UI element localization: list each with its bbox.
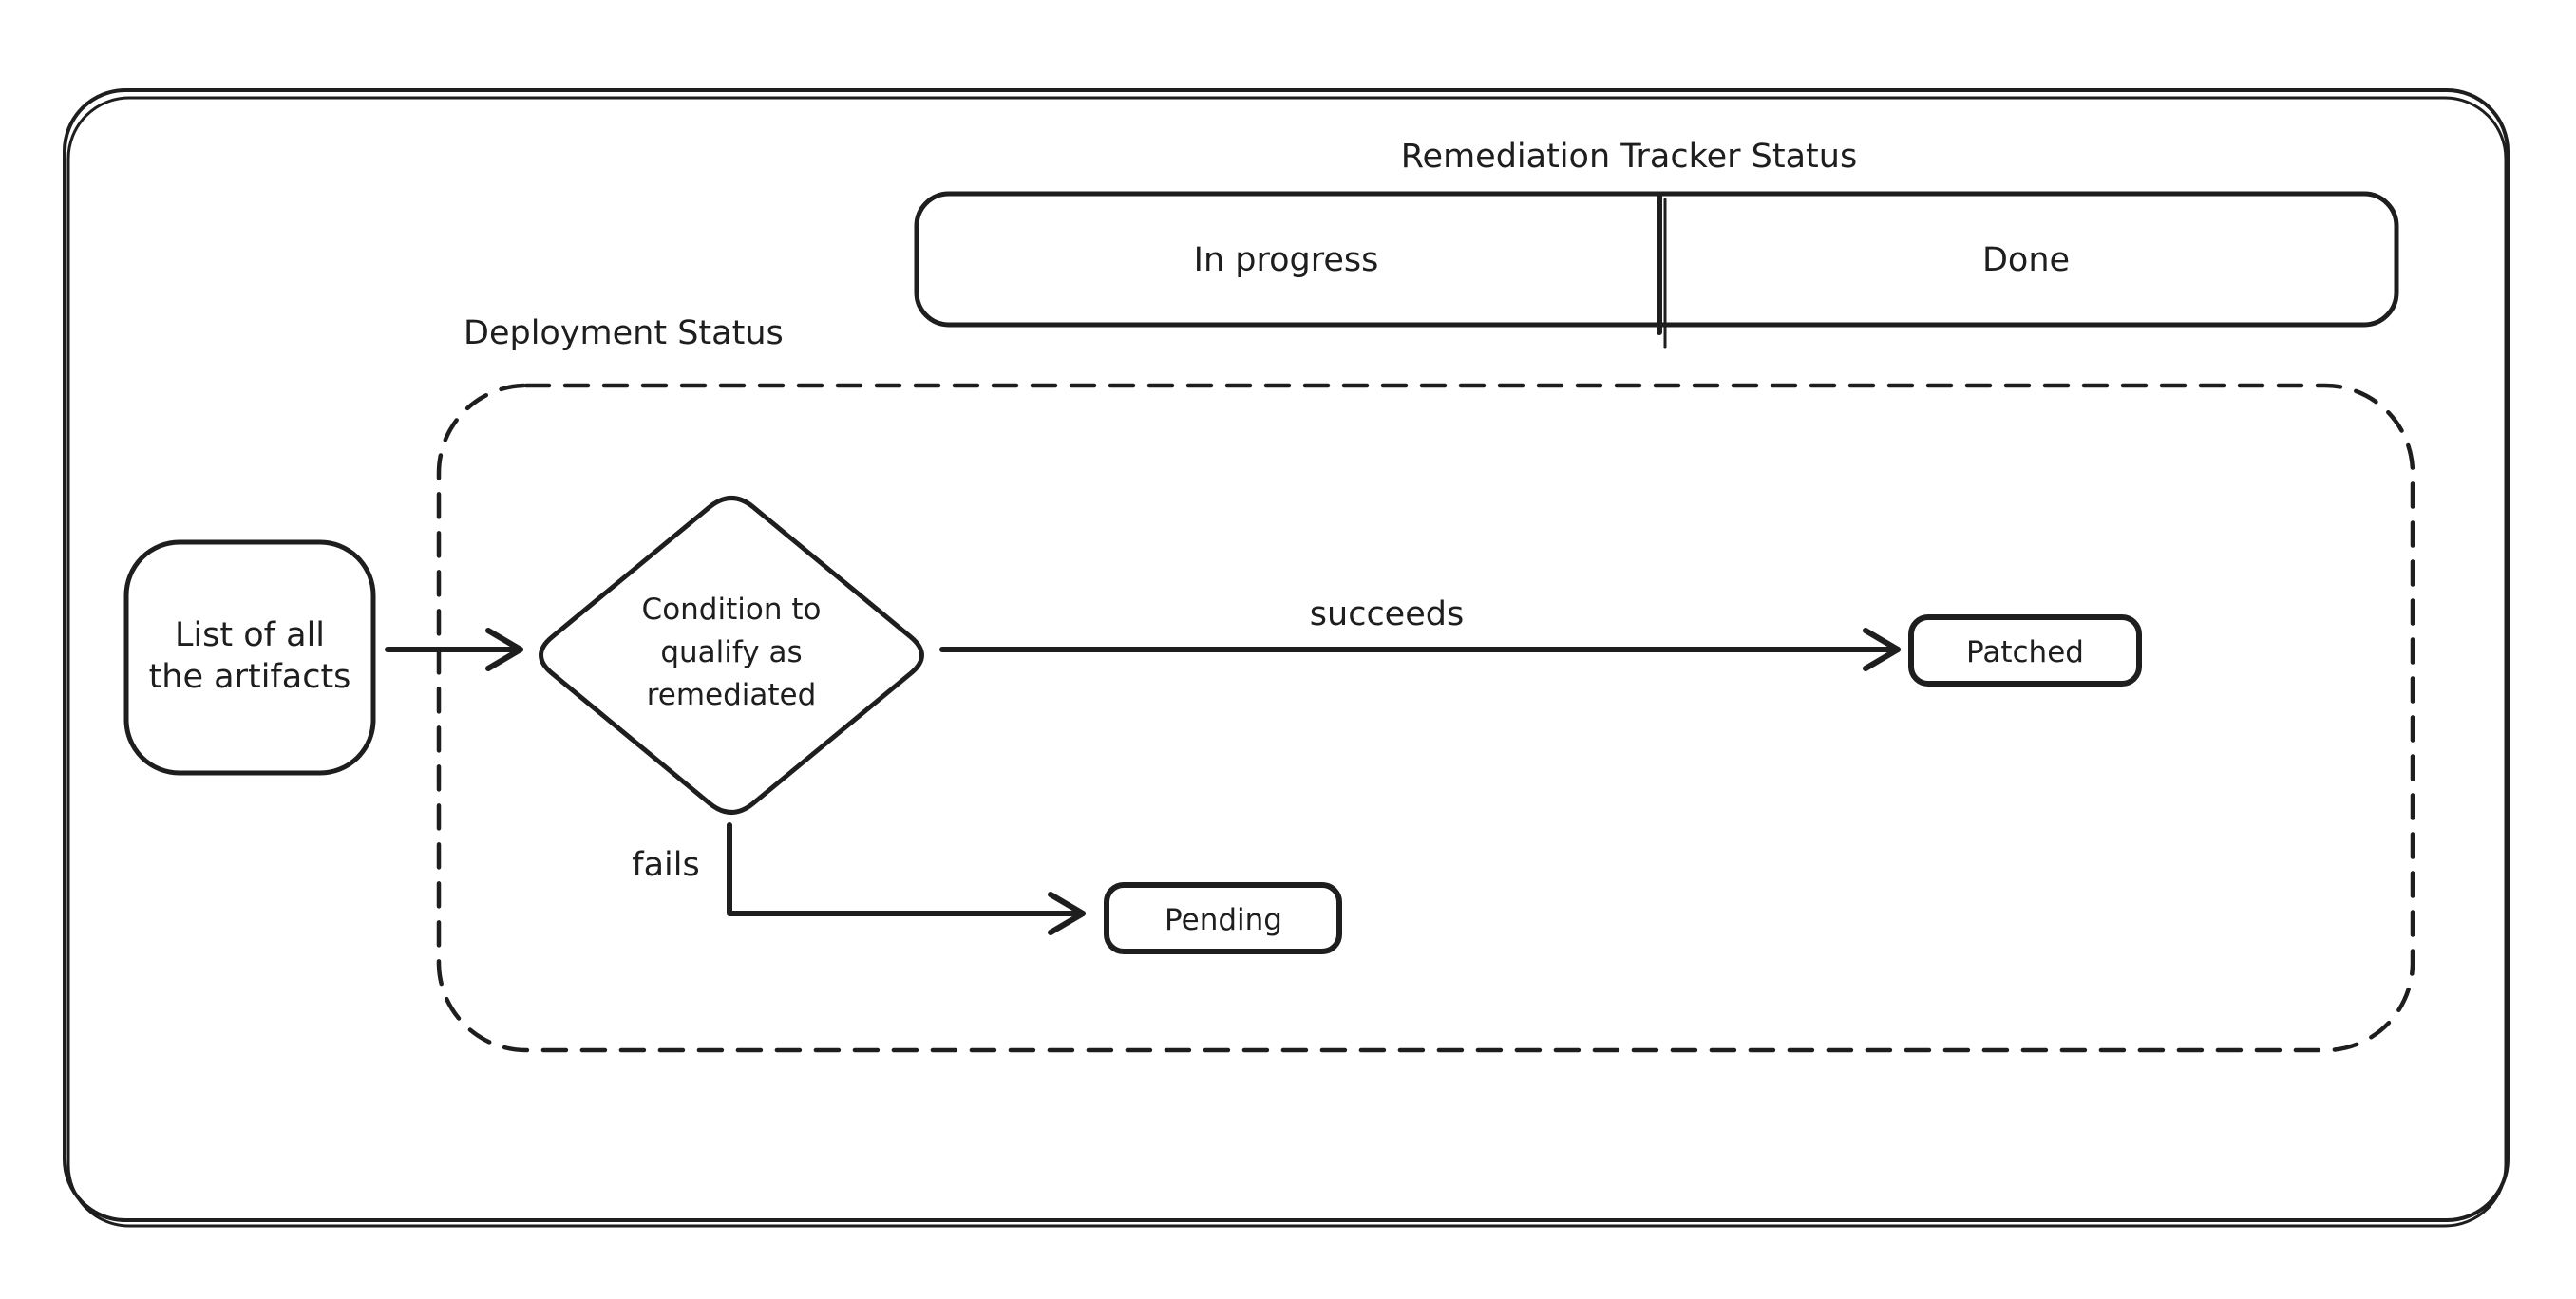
node-artifacts-label-line2: the artifacts (149, 658, 351, 696)
edge-condition-to-patched[interactable]: succeeds (939, 595, 1901, 671)
tracker-cell-in-progress-label: In progress (1194, 241, 1379, 279)
deployment-group-container[interactable] (436, 383, 2415, 1053)
edge-condition-to-pending[interactable]: fails (632, 822, 1086, 935)
node-pending[interactable]: Pending (1104, 882, 1342, 954)
node-condition-label-line3: remediated (647, 678, 817, 712)
edge-fails-label: fails (632, 846, 699, 884)
node-pending-rect (1104, 882, 1342, 954)
tracker-bar[interactable]: In progress Done (914, 191, 2399, 349)
outer-frame[interactable] (63, 88, 2510, 1228)
node-artifacts-label-line1: List of all (175, 616, 325, 654)
node-condition-label-line2: qualify as (660, 635, 802, 669)
deployment-group-label[interactable]: Deployment Status (464, 314, 784, 352)
outer-frame-rect-sketch-pass (66, 96, 2508, 1228)
edge-condition-to-pending-line (727, 822, 1086, 935)
node-patched-label: Patched (1966, 635, 2084, 669)
node-pending-label: Pending (1165, 903, 1282, 937)
edge-succeeds-label: succeeds (1310, 595, 1464, 633)
node-condition-label-line1: Condition to (642, 593, 822, 627)
node-artifacts-rect (123, 539, 376, 776)
outer-frame-rect (63, 88, 2510, 1222)
node-artifacts[interactable]: List of all the artifacts (123, 539, 376, 776)
node-patched-rect (1908, 614, 2142, 687)
node-condition-diamond (539, 496, 924, 815)
diagram-title[interactable]: Remediation Tracker Status (1401, 138, 1857, 176)
node-condition[interactable]: Condition to qualify as remediated (539, 496, 924, 815)
node-patched[interactable]: Patched (1908, 614, 2142, 687)
tracker-cell-done-label: Done (1982, 241, 2070, 279)
